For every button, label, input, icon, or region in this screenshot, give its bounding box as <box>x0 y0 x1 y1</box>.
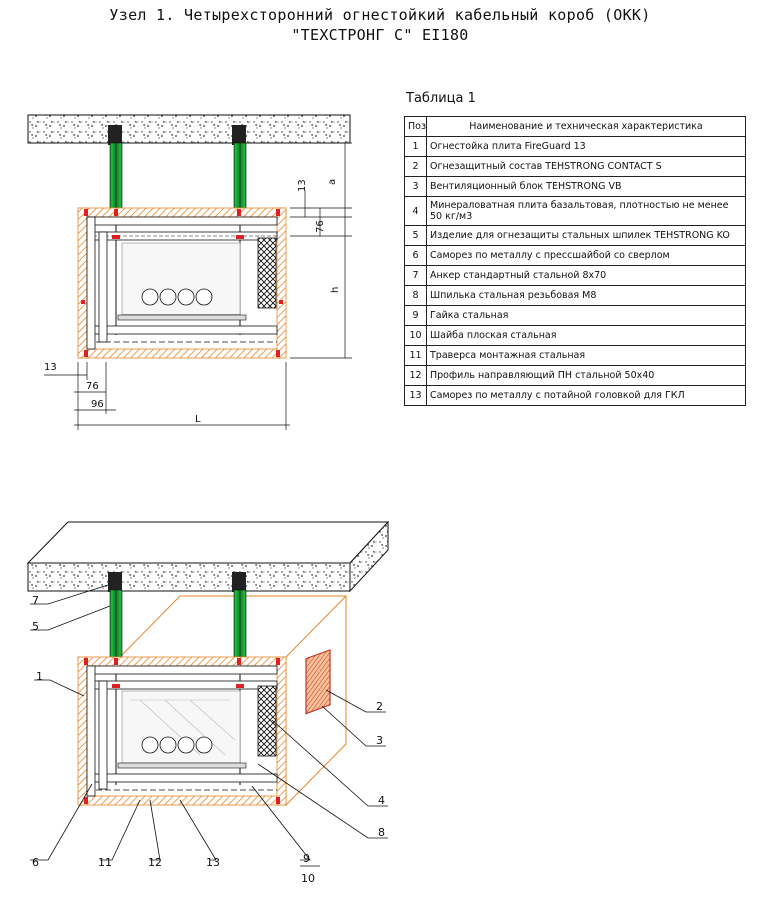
drawing-title-line-2: "ТЕХСТРОНГ С" EI180 <box>291 26 469 44</box>
mineral-wool <box>257 237 277 309</box>
dimension-lines <box>44 142 352 430</box>
dim-h: h <box>330 287 341 293</box>
board-top <box>77 207 287 218</box>
callout-5: 5 <box>32 620 39 633</box>
slab-front-face <box>27 562 351 592</box>
board-bottom <box>77 348 287 359</box>
board-left <box>77 207 88 359</box>
callout-8: 8 <box>378 826 385 839</box>
row-pos: 13 <box>404 385 427 406</box>
callout-12: 12 <box>148 856 162 869</box>
fasteners <box>81 209 283 357</box>
callout-4: 4 <box>378 794 385 807</box>
drawing-title-line-1: Узел 1. Четырехсторонний огнестойкий каб… <box>109 6 651 24</box>
specification-table: Поз. Наименование и техническая характер… <box>404 116 746 406</box>
dim-13-left: 13 <box>44 362 57 373</box>
row-name: Саморез по металлу с потайной головкой д… <box>426 385 746 406</box>
leader-lines <box>30 584 388 867</box>
callout-1: 1 <box>36 670 43 683</box>
board-right <box>276 207 287 359</box>
dim-a: a <box>327 179 338 185</box>
dim-76-top: 76 <box>315 220 326 233</box>
vent-block <box>305 649 331 715</box>
row-name: Минераловатная плита базальтовая, плотно… <box>426 196 746 226</box>
dim-96: 96 <box>91 399 104 410</box>
dim-L: L <box>195 414 201 425</box>
callout-6: 6 <box>32 856 39 869</box>
section-view: a 13 76 h 13 76 96 L <box>27 114 352 430</box>
callout-3: 3 <box>376 734 383 747</box>
isometric-view: 7 5 1 2 3 4 8 6 11 12 13 9 10 <box>26 520 390 885</box>
callout-2: 2 <box>376 700 383 713</box>
table-caption: Таблица 1 <box>406 91 476 106</box>
callout-9: 9 <box>303 852 310 865</box>
anchor-left <box>108 125 122 145</box>
anchor-right <box>232 125 246 145</box>
callout-13: 13 <box>206 856 220 869</box>
concrete-slab <box>27 114 351 144</box>
callout-7: 7 <box>32 594 39 607</box>
callout-10: 10 <box>301 872 315 885</box>
callout-11: 11 <box>98 856 112 869</box>
dim-76-left: 76 <box>86 381 99 392</box>
slab-top-face <box>26 521 390 564</box>
dim-13-top: 13 <box>297 179 308 192</box>
cables <box>141 288 213 306</box>
